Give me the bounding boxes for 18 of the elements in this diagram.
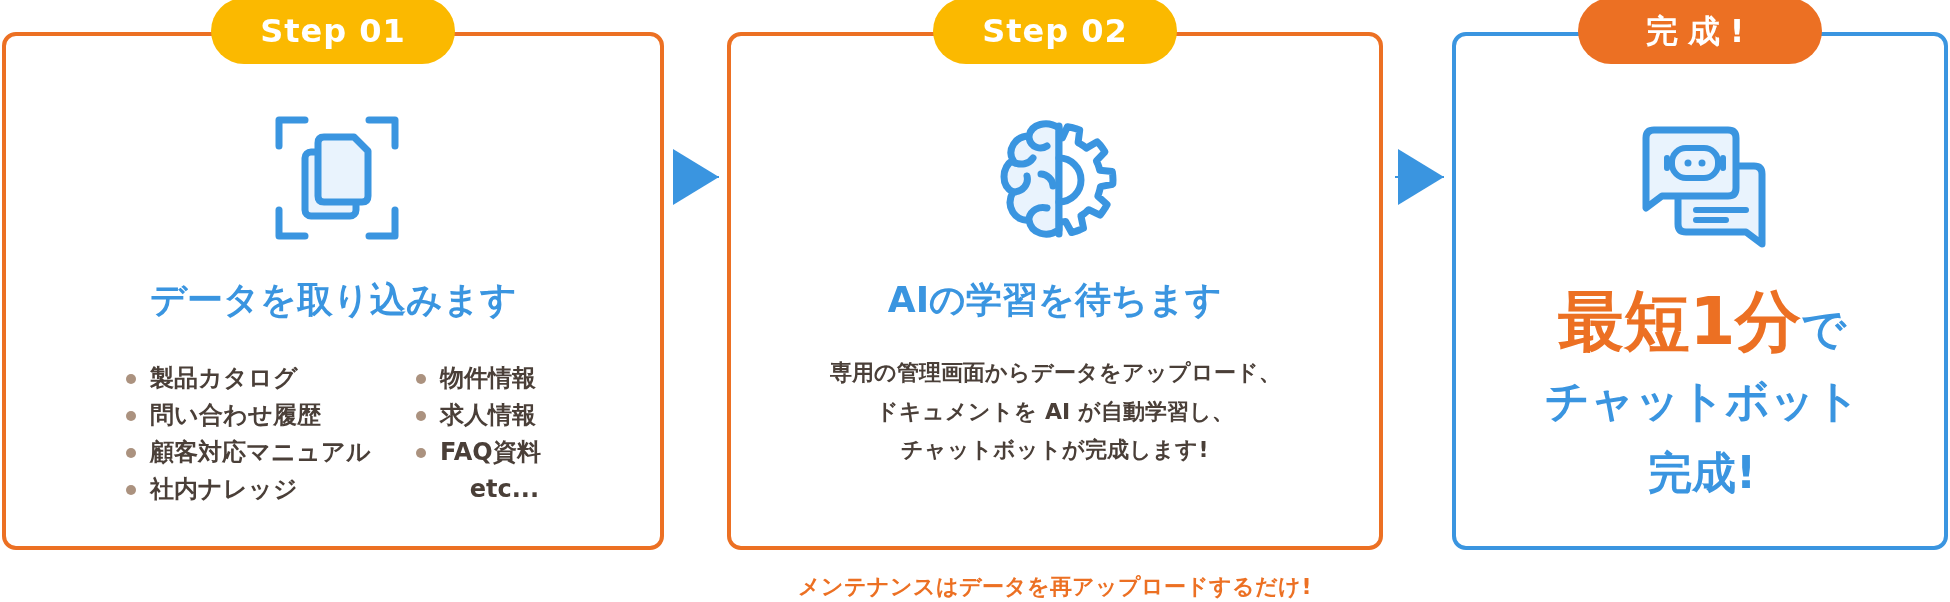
arrow xyxy=(1394,149,1445,205)
step-badge: Step 01 xyxy=(211,0,455,64)
step-badge: 完成! xyxy=(1578,0,1822,64)
step-heading: AIの学習を待ちます xyxy=(886,278,1224,322)
list-item: 求人情報 xyxy=(416,400,536,430)
list-item: 問い合わせ履歴 xyxy=(126,400,321,430)
list-item: etc... xyxy=(469,474,539,504)
list-item: 顧客対応マニュアル xyxy=(126,437,371,467)
description-text: 専用の管理画面からデータをアップロード、ドキュメントを AI が自動学習し、チャットボットが完成します! xyxy=(828,359,1282,464)
list-item: 物件情報 xyxy=(416,363,536,393)
step-badge: Step 02 xyxy=(933,0,1177,64)
note-text: メンテナンスはデータを再アップロードするだけ! xyxy=(798,573,1312,601)
result-text: 最短1分でチャットボット完成! xyxy=(1544,286,1860,500)
list-item: 製品カタログ xyxy=(126,363,298,393)
step-heading: データを取り込みます xyxy=(148,278,518,322)
arrow xyxy=(673,149,720,205)
list-item: 社内ナレッジ xyxy=(126,474,298,504)
list-item: FAQ資料 xyxy=(416,437,541,467)
